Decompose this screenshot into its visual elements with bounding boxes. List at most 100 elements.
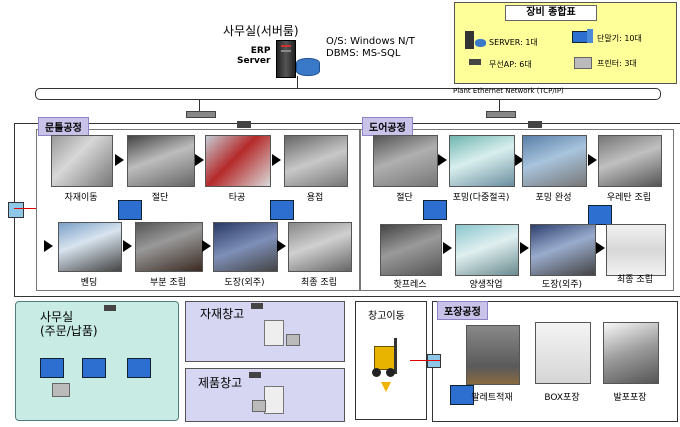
terminal-icon	[82, 358, 106, 378]
step-label: 양생작업	[469, 280, 503, 290]
photo-partial-assembly	[135, 222, 203, 272]
flow-arrow	[277, 240, 286, 252]
entrance-gate-icon	[8, 202, 24, 218]
flow-arrow	[272, 154, 281, 166]
terminal-icon	[572, 31, 588, 43]
terminal-icon	[450, 385, 474, 405]
printer-icon	[252, 400, 266, 412]
terminal-icon	[40, 358, 64, 378]
legend-terminal: 단말기: 10대	[597, 34, 642, 43]
photo-forming-complete	[522, 135, 587, 187]
terminal-icon	[264, 320, 284, 346]
flow-arrow	[438, 154, 447, 166]
photo-final-assembly	[288, 222, 352, 272]
wireless-ap-icon	[528, 121, 542, 128]
material-warehouse-label: 자재창고	[200, 307, 245, 321]
dbms-info: DBMS: MS-SQL	[326, 48, 401, 59]
photo-forming	[449, 135, 515, 187]
wireless-ap-icon	[237, 121, 251, 128]
forklift-icon	[368, 338, 404, 380]
flow-arrow	[44, 240, 53, 252]
legend-wireless-ap: 무선AP: 6대	[489, 60, 532, 69]
photo-curing	[455, 224, 519, 276]
os-info: O/S: Windows N/T	[326, 36, 415, 47]
server-uplink-line	[297, 76, 298, 88]
photo-painting	[213, 222, 278, 272]
photo-door-cutting	[373, 135, 438, 187]
photo-material-move	[51, 135, 113, 187]
printer-icon	[52, 383, 70, 397]
step-label: 발포포장	[613, 393, 647, 403]
database-icon	[475, 39, 486, 47]
legend-printer: 프린터: 3대	[597, 59, 637, 68]
photo-pallet-loading	[466, 325, 520, 385]
flow-arrow	[195, 154, 204, 166]
step-label: 도장(외주)	[541, 280, 583, 290]
terminal-icon	[588, 205, 612, 225]
step-label: 부분 조립	[150, 278, 186, 288]
step-label: 포밍(다중절곡)	[452, 193, 510, 203]
wireless-ap-icon	[251, 303, 263, 309]
network-switch-icon	[486, 111, 516, 118]
wireless-ap-icon	[249, 372, 261, 378]
photo-box-packing	[535, 322, 591, 384]
photo-urethane-assembly	[598, 135, 662, 187]
server-icon	[465, 31, 474, 49]
legend-server: SERVER: 1대	[489, 38, 538, 47]
step-label: 자재이동	[64, 193, 98, 203]
step-label: 최종 조립	[301, 278, 337, 288]
flow-arrow	[202, 240, 211, 252]
door-process-title: 도어공정	[362, 117, 413, 136]
terminal-icon	[423, 200, 447, 220]
switch-line	[499, 99, 500, 111]
door-frame-process-title: 문틀공정	[38, 117, 89, 136]
terminal-icon	[118, 200, 142, 220]
photo-punching	[205, 135, 271, 187]
equipment-legend: 장비 종합표 SERVER: 1대 단말기: 10대 무선AP: 6대 프린터:…	[454, 2, 677, 84]
flow-arrow	[596, 242, 605, 254]
terminal-icon	[127, 358, 151, 378]
step-label: 포밍 완성	[535, 193, 572, 203]
step-label: 최종 조립	[617, 275, 653, 285]
step-label: 벤딩	[80, 278, 98, 288]
printer-icon	[574, 57, 592, 69]
wireless-ap-icon	[104, 305, 116, 311]
photo-foam-packing	[603, 322, 659, 384]
entrance-line	[14, 208, 36, 209]
photo-door-painting	[530, 224, 596, 276]
step-label: 용접	[306, 193, 324, 203]
photo-bending	[58, 222, 122, 272]
flow-arrow	[443, 242, 452, 254]
erp-server-label: ERP Server	[237, 46, 271, 66]
step-label: 핫프레스	[393, 280, 427, 290]
door-frame-process-area	[36, 129, 360, 291]
flow-arrow	[520, 242, 529, 254]
step-label: 타공	[228, 193, 246, 203]
legend-title: 장비 종합표	[505, 5, 597, 21]
network-label: Plant Ethernet Network (TCP/IP)	[453, 87, 564, 95]
flow-arrow	[123, 240, 132, 252]
server-icon	[276, 40, 296, 78]
network-switch-icon	[186, 111, 216, 118]
printer-icon	[286, 334, 300, 346]
step-label: 팔레트적재	[471, 393, 513, 403]
photo-cutting	[127, 135, 195, 187]
forklift-arrow-down	[381, 382, 391, 392]
product-warehouse-label: 제품창고	[198, 376, 243, 390]
photo-door-final-assembly	[606, 224, 666, 276]
flow-arrow	[588, 154, 597, 166]
photo-hot-press	[380, 224, 442, 276]
terminal-icon	[270, 200, 294, 220]
server-room-label: 사무실(서버룸)	[223, 24, 299, 38]
network-bar	[35, 88, 661, 100]
step-label: 우레탄 조립	[606, 193, 652, 203]
flow-arrow	[115, 154, 124, 166]
office-label: 사무실 (주문/납품)	[40, 310, 98, 338]
photo-welding	[284, 135, 348, 187]
door-process-area	[360, 129, 674, 291]
step-label: 절단	[396, 193, 413, 203]
switch-line	[199, 99, 200, 111]
step-label: BOX포장	[544, 393, 580, 403]
wireless-ap-icon	[469, 59, 481, 65]
warehouse-move-label: 창고이동	[368, 311, 405, 322]
